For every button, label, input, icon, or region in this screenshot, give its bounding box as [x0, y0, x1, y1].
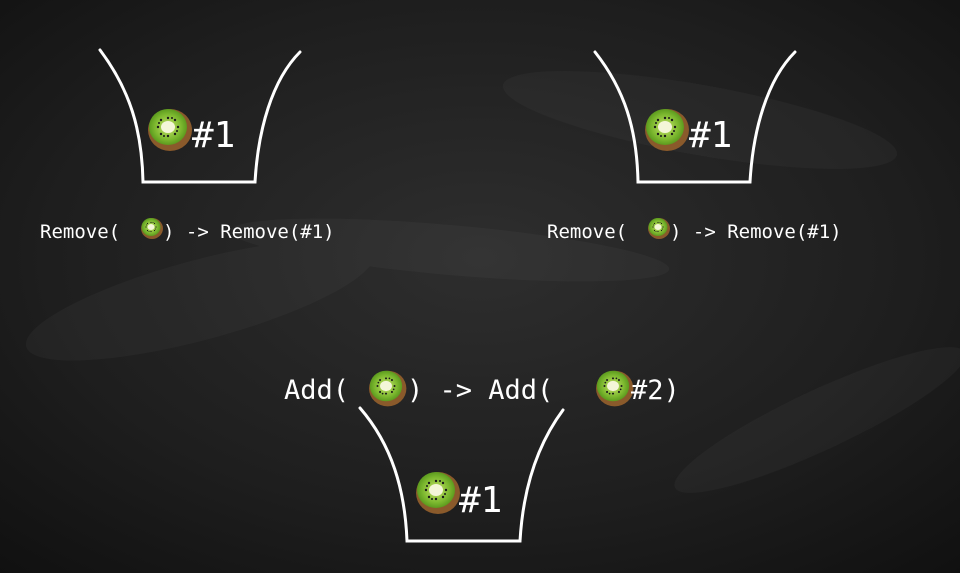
kiwi-icon: [645, 109, 689, 151]
caption-prefix: Remove(: [40, 221, 120, 243]
basket-caption-suffix: ) -> Remove(#1): [670, 221, 842, 243]
basket-caption: Remove(: [547, 221, 627, 243]
kiwi-icon: [596, 370, 634, 407]
basket-outline: [98, 48, 302, 184]
caption-prefix: Remove(: [547, 221, 627, 243]
kiwi-icon: [141, 218, 163, 239]
basket-caption-middle: ) -> Add(: [407, 375, 553, 406]
basket-remove-left: #1 Remove( ) -> Remove(#1): [40, 48, 335, 243]
item-label: #1: [459, 480, 502, 521]
basket-caption: Remove(: [40, 221, 120, 243]
kiwi-icon: [416, 472, 460, 514]
basket-outline: [593, 50, 797, 184]
basket-caption-suffix: #2): [631, 375, 680, 406]
item-label: #1: [192, 115, 235, 156]
item-label: #1: [689, 115, 732, 156]
basket-add-center: Add( ) -> Add( #2) #1: [284, 370, 680, 543]
basket-remove-right: #1 Remove( ) -> Remove(#1): [547, 50, 842, 243]
basket-outline: [358, 406, 565, 543]
kiwi-icon: [648, 218, 670, 239]
kiwi-icon: [148, 109, 192, 151]
basket-caption-suffix: ) -> Remove(#1): [163, 221, 335, 243]
kiwi-icon: [369, 370, 407, 407]
basket-caption-prefix: Add(: [284, 375, 349, 406]
